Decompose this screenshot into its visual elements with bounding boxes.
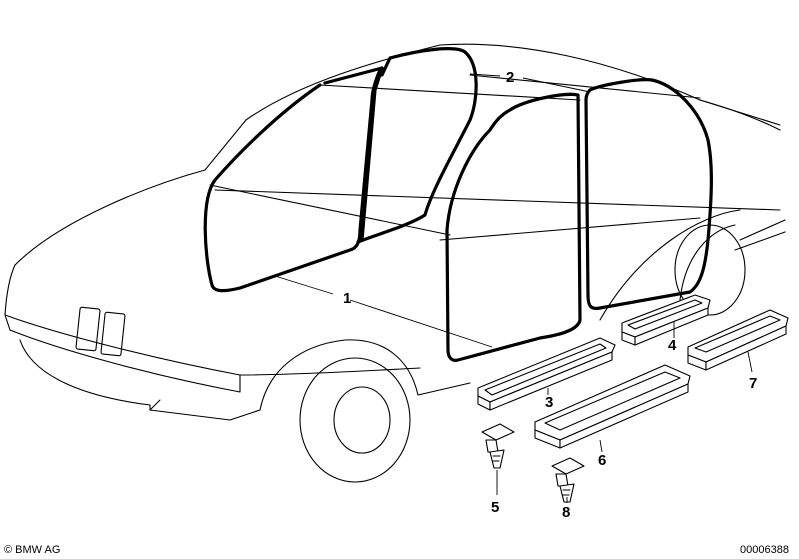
front-door-seal <box>203 66 384 293</box>
callout-2: 2 <box>506 69 514 86</box>
callout-3: 3 <box>545 394 553 411</box>
diagram-number: 00006388 <box>740 544 789 556</box>
callout-6: 6 <box>598 452 606 469</box>
callout-7: 7 <box>749 375 757 392</box>
callout-5: 5 <box>491 499 499 516</box>
car-body-outline <box>4 43 786 483</box>
part-8-clip <box>551 457 585 503</box>
leader-lines <box>274 73 753 503</box>
rear-door-frame-seal <box>584 78 713 311</box>
part-5-clip <box>481 423 515 469</box>
rear-door-seal <box>445 92 582 362</box>
callout-1: 1 <box>343 290 351 307</box>
front-door-frame-seal <box>356 47 478 244</box>
part-6-sill-trim <box>534 364 691 449</box>
part-3-sill-trim <box>477 337 616 411</box>
callout-4: 4 <box>668 337 677 354</box>
part-4-sill-trim <box>621 294 711 346</box>
part-7-sill-trim <box>687 309 789 371</box>
callout-8: 8 <box>562 504 570 521</box>
copyright-label: © BMW AG <box>4 544 60 556</box>
